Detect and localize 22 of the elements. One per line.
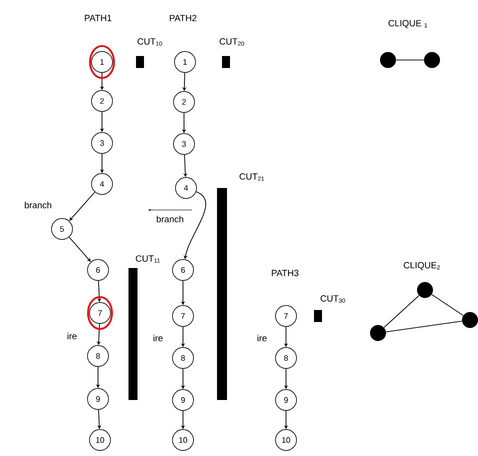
label: PATH3	[272, 270, 298, 276]
arrow	[69, 192, 96, 221]
label: CLIQUE$_{2}$	[404, 262, 440, 270]
label: CUT$_{20}$	[220, 38, 244, 46]
edge-label: ire	[152, 334, 164, 342]
label: PATH1	[84, 14, 112, 22]
edge-label: branch	[155, 214, 185, 224]
label: CUT$_{11}$	[136, 255, 160, 263]
vertex-dot	[417, 282, 433, 298]
vertex-dot	[370, 325, 386, 341]
edge-label: ire	[66, 332, 78, 340]
edge-label: branch	[23, 200, 53, 210]
edge-label: ire	[256, 334, 268, 342]
label: PATH2	[170, 14, 196, 22]
label: CUT$_{10}$	[138, 38, 162, 46]
vertex-dot	[462, 312, 478, 328]
arrow	[68, 236, 91, 262]
label: CUT$_{30}$	[320, 295, 346, 303]
vertex-dot	[424, 52, 440, 68]
vertex-dot	[380, 52, 396, 68]
label: CUT$_{21}$	[240, 173, 264, 181]
label: CLIQUE $_{1}$	[388, 20, 428, 28]
